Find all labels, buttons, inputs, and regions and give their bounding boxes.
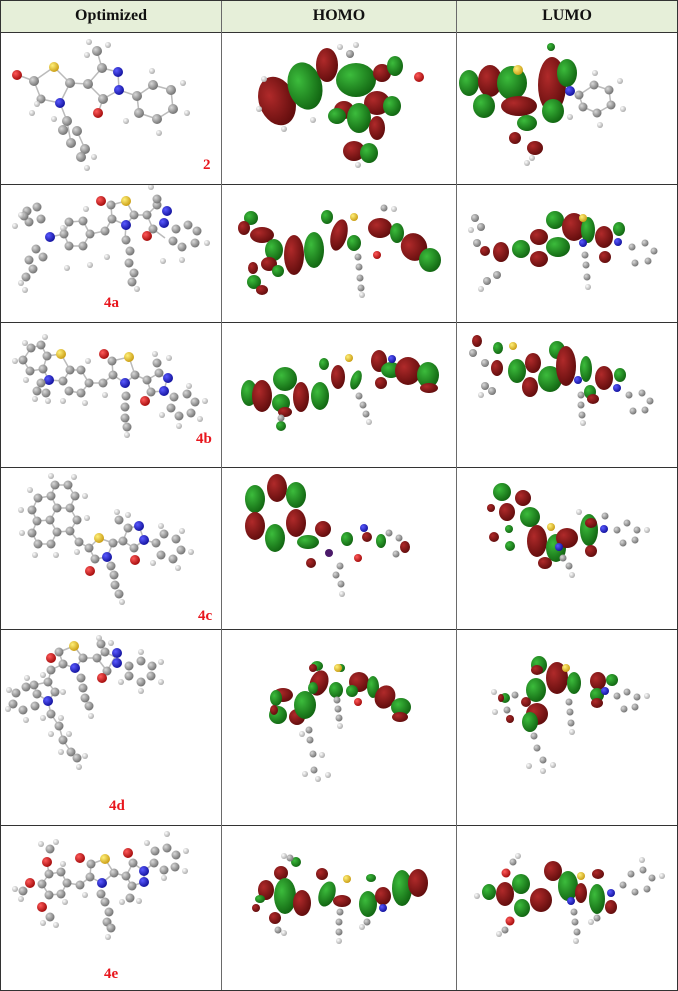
homo-orbital-cell: [222, 630, 456, 825]
molecule-structure-4d: [5, 635, 164, 770]
table-header: Optimized HOMO LUMO: [1, 1, 677, 33]
homo-orbital-cell: [222, 826, 456, 990]
lumo-orbital-4d: [491, 656, 650, 774]
lumo-orbital-4b: [469, 335, 654, 426]
homo-orbital-cell: [222, 468, 456, 629]
optimized-structure-cell: 4a: [1, 185, 221, 322]
homo-orbital-cell: [222, 185, 456, 322]
homo-orbital-cell: [222, 323, 456, 467]
table-row: 4c: [1, 468, 677, 630]
header-homo: HOMO: [312, 7, 366, 24]
lumo-orbital-4c: [487, 483, 650, 578]
compound-label: 4b: [196, 431, 212, 447]
lumo-orbital-cell: [457, 468, 677, 629]
compound-label: 4e: [104, 966, 119, 982]
optimized-structure-cell: 2: [1, 33, 221, 184]
lumo-orbital-4a: [468, 211, 658, 292]
optimized-structure-cell: 4e: [1, 826, 221, 990]
compound-label: 4d: [109, 798, 125, 814]
lumo-orbital-cell: [457, 185, 677, 322]
lumo-orbital-cell: [457, 33, 677, 184]
table-row: 2: [1, 33, 677, 185]
compound-label: 2: [203, 157, 211, 173]
header-optimized: Optimized: [75, 7, 147, 24]
molecule-structure-4c: [18, 473, 194, 605]
table-row: 4a: [1, 185, 677, 323]
molecule-structure-2: [12, 39, 190, 171]
lumo-orbital-cell: [457, 630, 677, 825]
header-lumo: LUMO: [542, 7, 592, 24]
lumo-orbital-4e: [474, 853, 665, 944]
homo-orbital-4e: [252, 853, 428, 944]
homo-orbital-4b: [241, 350, 439, 431]
table-row: 4d: [1, 630, 677, 826]
optimized-structure-cell: 4c: [1, 468, 221, 629]
column-divider: [456, 1, 457, 990]
lumo-orbital-2: [459, 43, 626, 166]
table-row: 4b: [1, 323, 677, 468]
lumo-orbital-cell: [457, 826, 677, 990]
compound-label: 4a: [104, 295, 119, 311]
table-row: 4e: [1, 826, 677, 990]
compound-label: 4c: [198, 608, 213, 624]
homo-orbital-cell: [222, 33, 456, 184]
optimized-structure-cell: 4b: [1, 323, 221, 467]
lumo-orbital-cell: [457, 323, 677, 467]
molecule-structure-4a: [12, 185, 210, 293]
optimized-structure-cell: 4d: [1, 630, 221, 825]
homo-orbital-4c: [245, 474, 410, 597]
column-divider: [221, 1, 222, 990]
molecule-structure-4b: [12, 334, 208, 438]
molecule-structure-4e: [12, 831, 189, 940]
homo-orbital-2: [256, 42, 424, 168]
homo-orbital-4d: [269, 661, 411, 782]
homo-orbital-4a: [238, 204, 441, 298]
